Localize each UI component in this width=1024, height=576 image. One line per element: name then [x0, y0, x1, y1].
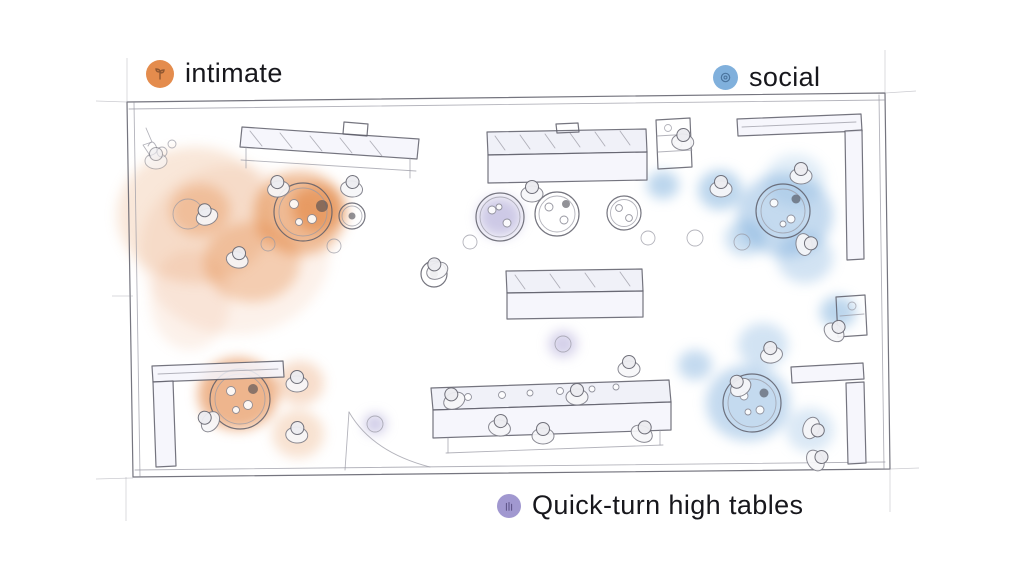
- clock-doodle-icon: [497, 493, 521, 518]
- communal-table-center-top: [486, 122, 648, 184]
- person-figure: [670, 127, 696, 152]
- person-figure: [617, 355, 641, 378]
- chat-doodle-icon: [713, 65, 738, 90]
- legend-social-label: social: [749, 62, 821, 92]
- round-table-quick-turn-3: [606, 195, 642, 231]
- counter-top-left: [239, 121, 420, 179]
- sprout-doodle-icon: [146, 59, 174, 88]
- person-figure: [339, 173, 365, 199]
- booth-right-bottom: [790, 362, 867, 465]
- social-zone-wash: [647, 154, 856, 452]
- communal-table-center-middle: [505, 268, 644, 320]
- person-figure: [520, 180, 544, 203]
- legend-intimate-label: intimate: [185, 58, 283, 88]
- legend-quick-turn: Quick-turn high tables: [497, 490, 803, 521]
- legend-intimate: intimate: [146, 58, 283, 89]
- legend-social: social: [713, 62, 820, 93]
- bench-left-bottom: [151, 360, 285, 468]
- round-table-intimate-main: [260, 182, 342, 254]
- round-table-social-bottom: [722, 373, 782, 433]
- round-table-quick-turn-1: [475, 192, 525, 242]
- round-table-quick-turn-2: [534, 191, 580, 237]
- person-figure: [144, 147, 168, 170]
- room-outline: [95, 50, 920, 521]
- legend-quick-turn-label: Quick-turn high tables: [532, 490, 804, 520]
- intimate-zone-wash: [117, 147, 346, 458]
- side-table-intimate: [172, 198, 366, 230]
- booth-right-top: [736, 113, 865, 261]
- entry-door-swing: [344, 411, 431, 471]
- round-table-social-top: [686, 183, 811, 251]
